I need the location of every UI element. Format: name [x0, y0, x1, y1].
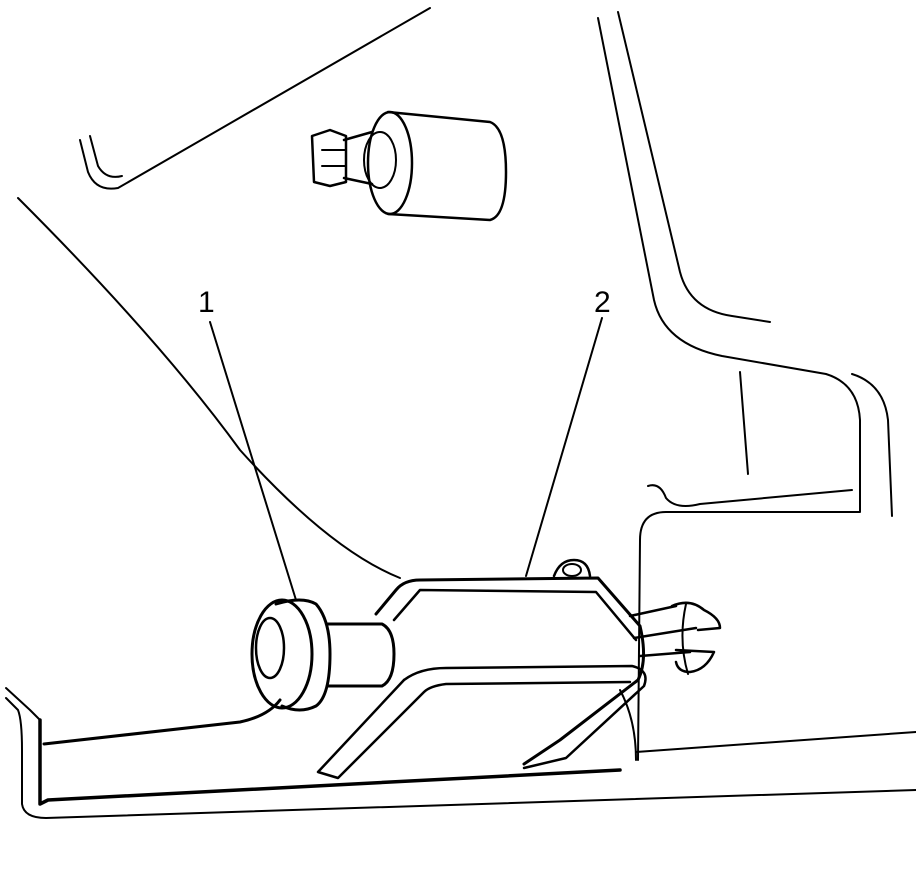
fastener-clip — [310, 110, 508, 222]
knob — [250, 598, 396, 712]
callout-1-label: 1 — [198, 286, 215, 319]
floor-sill — [5, 687, 916, 819]
release-cable — [42, 698, 282, 746]
callout-2-label: 2 — [594, 286, 611, 319]
right-trim-panel — [597, 11, 893, 761]
upper-panel-edge — [79, 7, 431, 190]
carpet-contour — [17, 197, 401, 579]
release-lever — [316, 558, 722, 780]
callout-leaders — [209, 317, 603, 601]
